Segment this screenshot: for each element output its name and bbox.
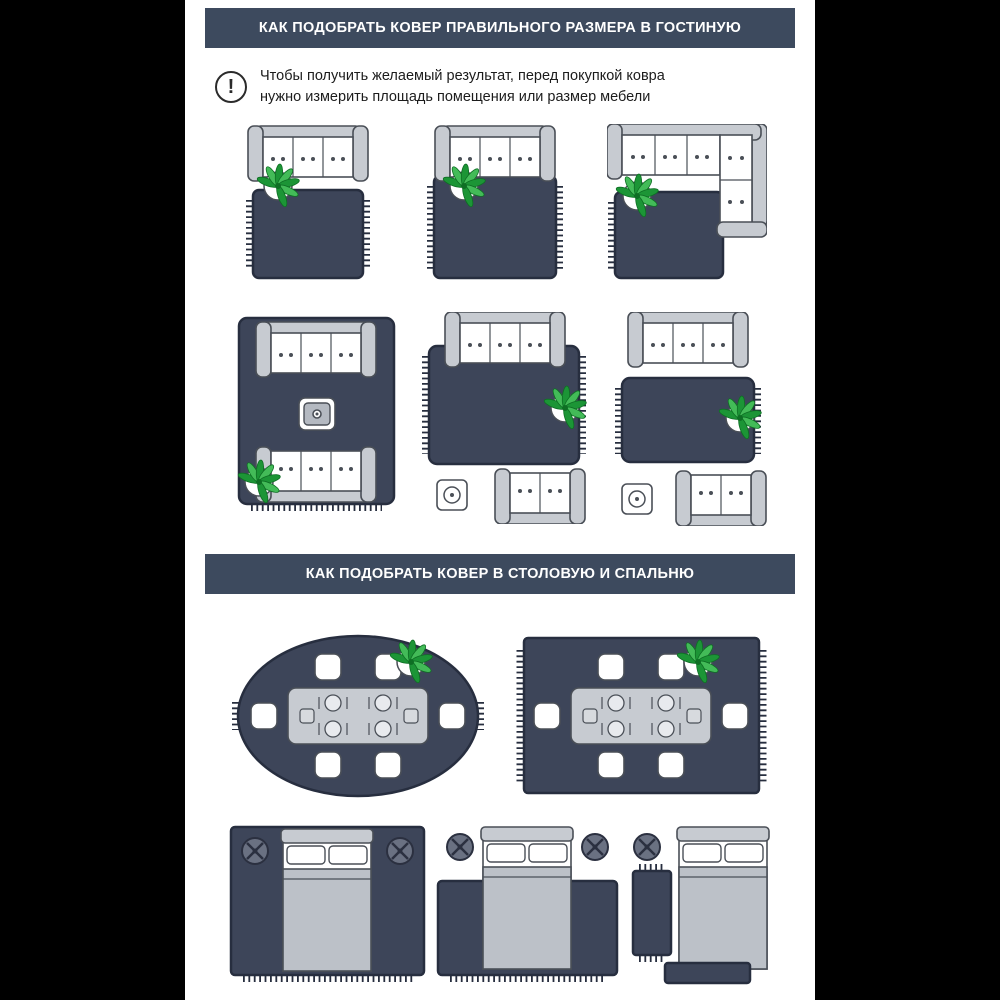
sofa-top-view [627, 312, 749, 368]
diagram-all-furniture-on-rug [236, 316, 396, 512]
bed-top-view [480, 826, 574, 970]
sofa-top-view [247, 125, 369, 182]
bedside-stool [385, 836, 415, 866]
chair [314, 751, 342, 779]
diagram-rug-under-lower-bed [436, 826, 619, 983]
diagram-oval-rug-dining-set [232, 634, 484, 798]
living-room-title-text: КАК ПОДОБРАТЬ КОВЕР ПРАВИЛЬНОГО РАЗМЕРА … [258, 20, 742, 36]
infographic-panel: КАК ПОДОБРАТЬ КОВЕР ПРАВИЛЬНОГО РАЗМЕРА … [185, 0, 815, 1000]
dining-table [570, 687, 712, 745]
living-room-layouts-row-1 [233, 124, 767, 296]
dining-table [287, 687, 429, 745]
sofa-top-view [255, 321, 377, 378]
bedside-stool [632, 832, 662, 862]
rug [615, 376, 761, 464]
bed-top-view [280, 828, 374, 972]
corner-sofa-top-view [607, 124, 767, 238]
note-text: Чтобы получить желаемый результат, перед… [260, 66, 665, 108]
loveseat-facing-up [675, 470, 767, 527]
side-table [621, 483, 653, 515]
diagram-rug-beside-corner-sofa [607, 124, 767, 280]
chair [533, 702, 561, 730]
bed-top-view [676, 826, 770, 970]
foot-rug [663, 961, 752, 985]
diagram-front-half-on-rug [422, 312, 588, 525]
diagram-rug-between-furniture [615, 312, 767, 527]
rug [427, 174, 563, 280]
bedside-stool [445, 832, 475, 862]
diagram-rug-under-entire-bed [229, 825, 426, 983]
bedroom-layouts-row [225, 819, 775, 987]
coffee-table [298, 397, 336, 431]
sofa-top-view [444, 312, 566, 368]
chair [314, 653, 342, 681]
chair [250, 702, 278, 730]
note-line-2: нужно измерить площадь помещения или раз… [260, 89, 651, 106]
loveseat-facing-up [494, 468, 586, 525]
measurement-note: ! Чтобы получить желаемый результат, пер… [215, 66, 791, 108]
side-table [436, 479, 468, 511]
chair [438, 702, 466, 730]
runner-rug [631, 864, 673, 963]
dining-bedroom-title-text: КАК ПОДОБРАТЬ КОВЕР В СТОЛОВУЮ И СПАЛЬНЮ [305, 566, 695, 583]
chair [597, 653, 625, 681]
note-line-1: Чтобы получить желаемый результат, перед… [260, 68, 665, 84]
section-title-dining-bedroom: КАК ПОДОБРАТЬ КОВЕР В СТОЛОВУЮ И СПАЛЬНЮ [205, 554, 795, 595]
exclamation-icon: ! [215, 71, 247, 104]
rug [246, 188, 370, 280]
section-title-living-room: КАК ПОДОБРАТЬ КОВЕР ПРАВИЛЬНОГО РАЗМЕРА … [205, 8, 795, 48]
dining-layouts-row [231, 628, 769, 803]
chair [597, 751, 625, 779]
chair [721, 702, 749, 730]
diagram-rug-in-front-of-sofa [246, 125, 370, 280]
living-room-layouts-row-2 [229, 312, 771, 527]
diagram-runner-and-foot-rugs [631, 826, 770, 985]
bedside-stool [240, 836, 270, 866]
chair [657, 751, 685, 779]
bedside-stool [580, 832, 610, 862]
diagram-rect-rug-dining-set [516, 636, 767, 795]
diagram-rug-under-sofa-front [427, 125, 563, 280]
chair [374, 751, 402, 779]
